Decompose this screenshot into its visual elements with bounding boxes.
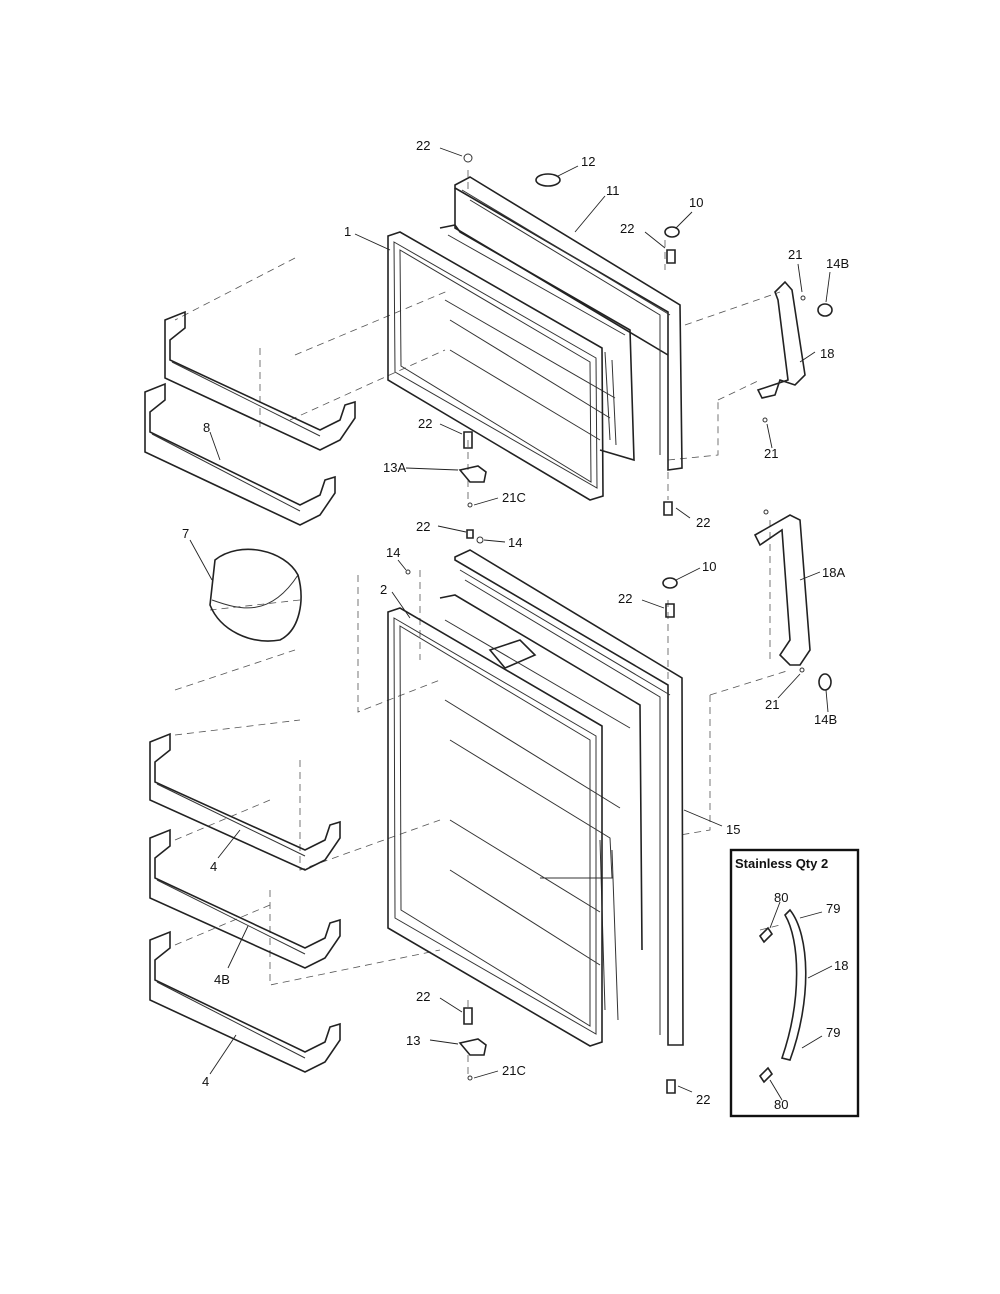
callout-21-b: 21 (764, 446, 778, 461)
callout-14-b: 14 (386, 545, 400, 560)
freezer-gasket-1 (387, 231, 604, 501)
callout-21-a: 21 (788, 247, 802, 262)
freezer-door-outer-11 (439, 176, 683, 471)
middle-hinge-18A (753, 514, 811, 666)
callout-8: 8 (203, 420, 210, 435)
callout-2: 2 (380, 582, 387, 597)
callout-22-g: 22 (696, 1092, 710, 1107)
shelf-4-lower (149, 930, 341, 1073)
inset-callout-80-b: 80 (774, 1097, 788, 1112)
inset-callout-80-a: 80 (774, 890, 788, 905)
alignment-lines (174, 170, 791, 1075)
callout-22-b: 22 (418, 416, 432, 431)
callout-4-a: 4 (210, 859, 217, 874)
inset-title: Stainless Qty 2 (735, 856, 828, 871)
shelf-4-upper (149, 732, 341, 871)
upper-hinge-18 (756, 280, 806, 399)
callout-13A: 13A (383, 460, 406, 475)
callout-14-a: 14 (508, 535, 522, 550)
callout-18A: 18A (822, 565, 845, 580)
callout-14B-b: 14B (814, 712, 837, 727)
small-fasteners (405, 153, 833, 1094)
callout-21C-b: 21C (502, 1063, 526, 1078)
callout-22-f: 22 (416, 989, 430, 1004)
callout-11: 11 (606, 183, 620, 198)
callout-10-b: 10 (702, 559, 716, 574)
leader-lines (189, 147, 831, 1093)
callout-22-top: 22 (416, 138, 430, 153)
inset-callout-18: 18 (834, 958, 848, 973)
hinge-13A (458, 431, 487, 483)
stainless-handle-18 (780, 908, 807, 1061)
freezer-shelf-8 (144, 382, 336, 526)
callout-21-c: 21 (765, 697, 779, 712)
fresh-food-gasket-2 (387, 607, 603, 1047)
callout-4-b: 4 (202, 1074, 209, 1089)
callout-1: 1 (344, 224, 351, 239)
freezer-shelf-upper (164, 310, 356, 451)
inset-callout-79-b: 79 (826, 1025, 840, 1040)
callout-22-e: 22 (618, 591, 632, 606)
hinge-13 (458, 1007, 487, 1056)
callout-10-top: 10 (689, 195, 703, 210)
callout-21C-a: 21C (502, 490, 526, 505)
inset-callout-79-a: 79 (826, 901, 840, 916)
callout-4B: 4B (214, 972, 230, 987)
inset-frame (729, 848, 860, 1118)
callout-12: 12 (581, 154, 595, 169)
callout-22-c: 22 (696, 515, 710, 530)
callout-15: 15 (726, 822, 740, 837)
callout-labels: 22 12 11 10 22 1 21 14B 18 8 22 21 13A 2… (182, 138, 849, 1107)
stainless-inset: Stainless Qty 2 80 79 18 79 80 (729, 848, 860, 1118)
shelf-4B (149, 828, 341, 969)
callout-14B-a: 14B (826, 256, 849, 271)
callout-22-a: 22 (620, 221, 634, 236)
callout-7: 7 (182, 526, 189, 541)
callout-13: 13 (406, 1033, 420, 1048)
butter-bin-7 (209, 548, 302, 642)
callout-22-d: 22 (416, 519, 430, 534)
callout-18-top: 18 (820, 346, 834, 361)
fresh-food-door-outer-15 (439, 549, 684, 1046)
